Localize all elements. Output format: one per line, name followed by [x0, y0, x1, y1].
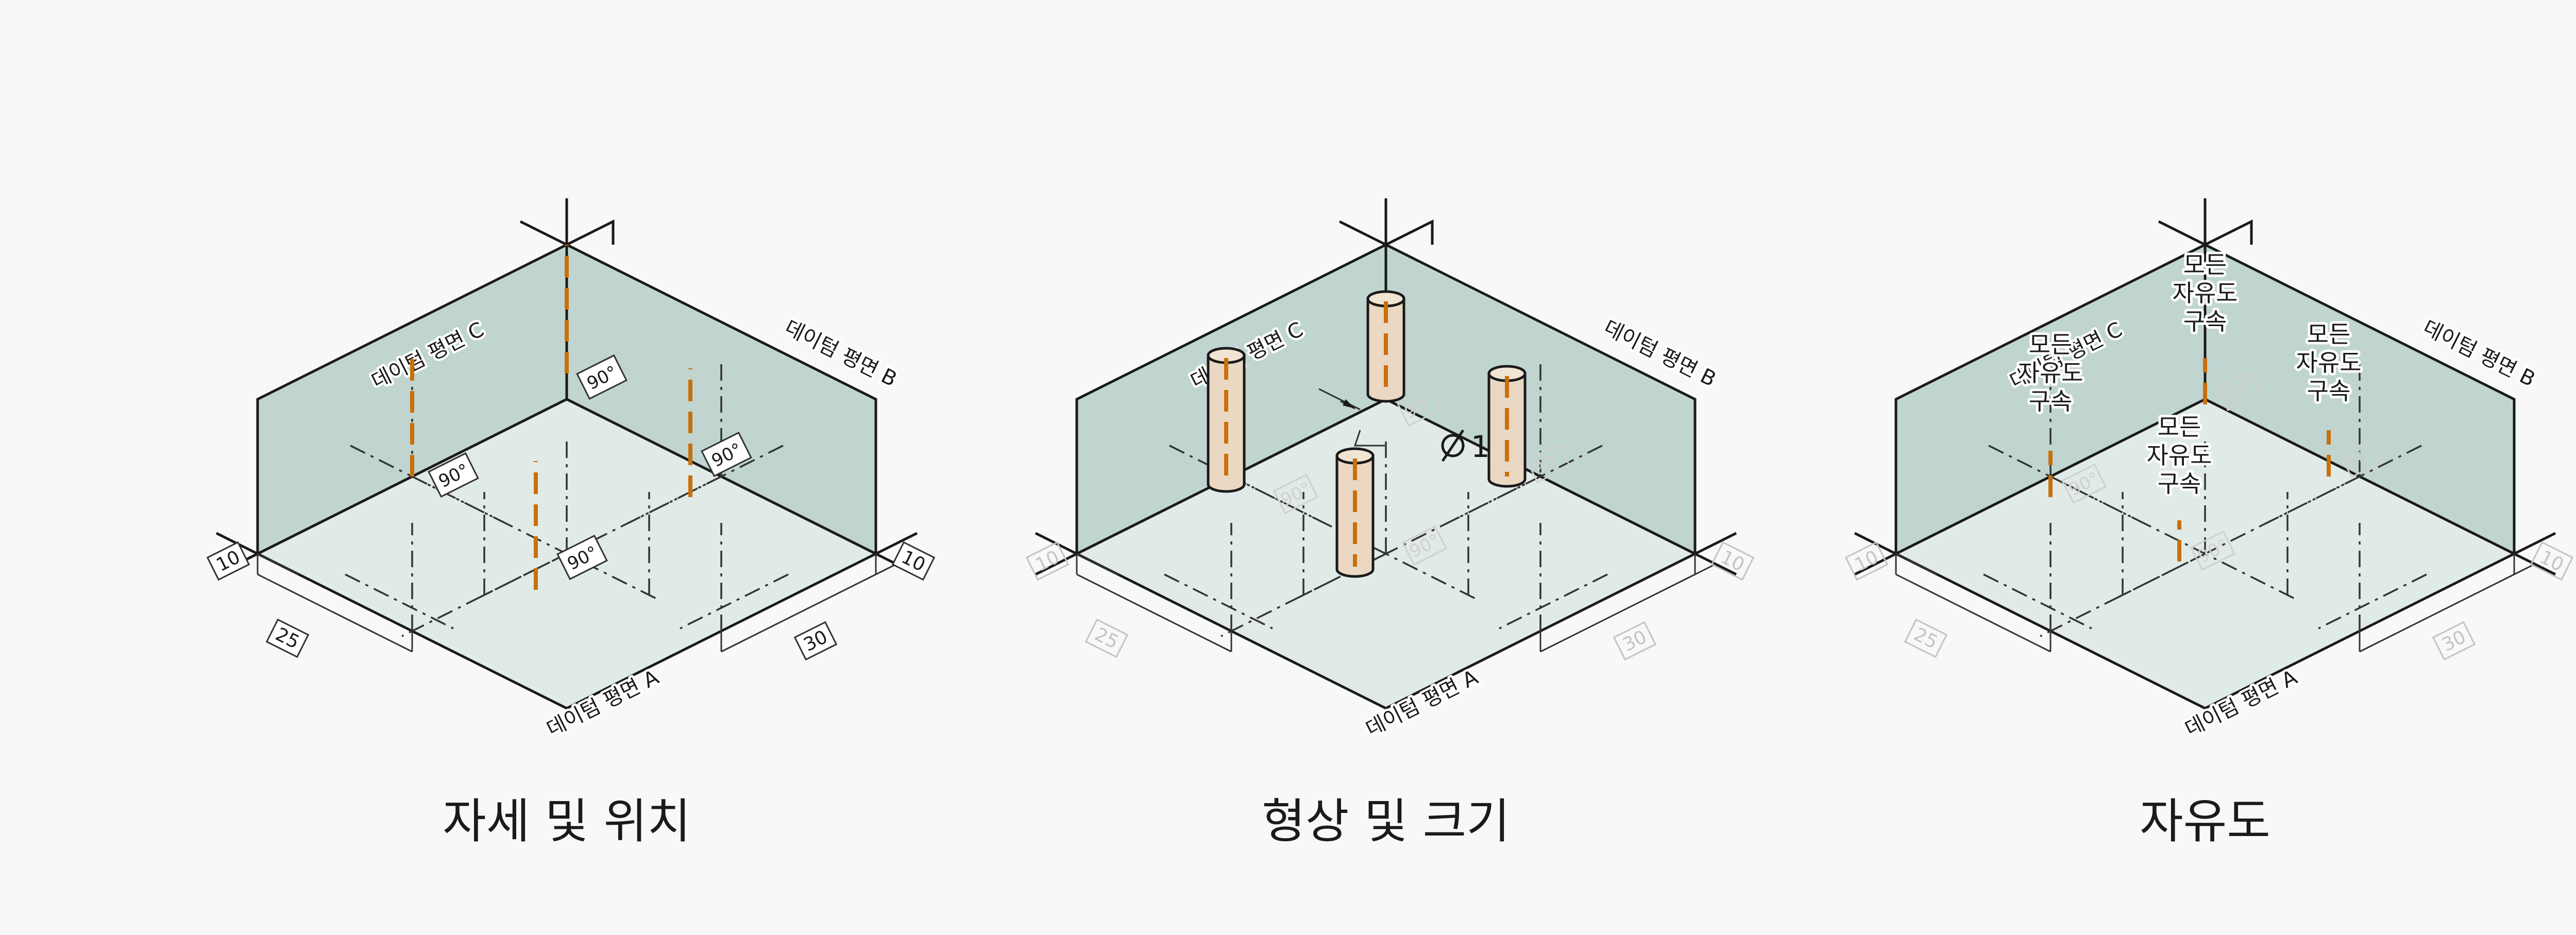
caption-form-size: 형상 및 크기	[1262, 794, 1510, 849]
panel-form-size: 데이텀 평면 C 데이텀 평면 B 데이텀 평면 A 90° 90° 90° 9…	[1025, 198, 1755, 743]
svg-text:30: 30	[1620, 626, 1650, 656]
svg-text:10: 10	[1032, 547, 1063, 576]
svg-text:10: 10	[1717, 547, 1748, 576]
dim-10-right: 10	[891, 541, 936, 581]
svg-text:모든: 모든	[2307, 320, 2351, 348]
dof-label: 모든 자유도 구속	[2170, 248, 2241, 338]
svg-text:25: 25	[1091, 624, 1122, 653]
svg-text:자유도: 자유도	[2296, 349, 2362, 377]
cylinder	[1335, 447, 1375, 578]
dim-30: 30	[793, 621, 838, 661]
svg-text:10: 10	[1852, 547, 1882, 576]
panel-degrees-of-freedom: 데이텀 평면 C 데이텀 평면 B 데이텀 평면 A 90° 90° 90° 9…	[1844, 198, 2574, 743]
dof-label: 모든 자유도 구속	[2294, 318, 2364, 407]
cylinder	[1366, 290, 1405, 403]
svg-text:구속: 구속	[2183, 308, 2227, 335]
dof-label: 모든 자유도 구속	[2144, 411, 2215, 500]
dof-label: 모든 자유도 구속	[2015, 328, 2086, 418]
svg-text:모든: 모든	[2029, 331, 2073, 359]
svg-text:자유도: 자유도	[2018, 359, 2083, 387]
svg-text:25: 25	[1910, 624, 1941, 653]
panel-orientation-location: 데이텀 평면 C 데이텀 평면 B 데이텀 평면 A 90° 90° 90° 9…	[206, 198, 936, 743]
caption-degrees-of-freedom: 자유도	[2140, 794, 2270, 849]
svg-text:구속: 구속	[2029, 387, 2073, 415]
svg-text:자유도: 자유도	[2147, 441, 2212, 469]
svg-text:30: 30	[2439, 626, 2469, 656]
cylinder	[1207, 347, 1246, 493]
dim-10-left: 10	[206, 541, 250, 581]
dim-25: 25	[265, 618, 310, 658]
diameter-value: 1	[1471, 429, 1490, 464]
svg-text:구속: 구속	[2158, 470, 2201, 498]
svg-text:모든: 모든	[2158, 413, 2201, 441]
svg-text:10: 10	[2536, 547, 2567, 576]
svg-text:구속: 구속	[2307, 377, 2351, 405]
svg-text:모든: 모든	[2183, 251, 2227, 279]
cylinder	[1487, 365, 1527, 488]
caption-orientation-location: 자세 및 위치	[443, 794, 691, 849]
diameter-callout: 1	[1318, 388, 1490, 464]
svg-text:자유도: 자유도	[2173, 279, 2238, 307]
